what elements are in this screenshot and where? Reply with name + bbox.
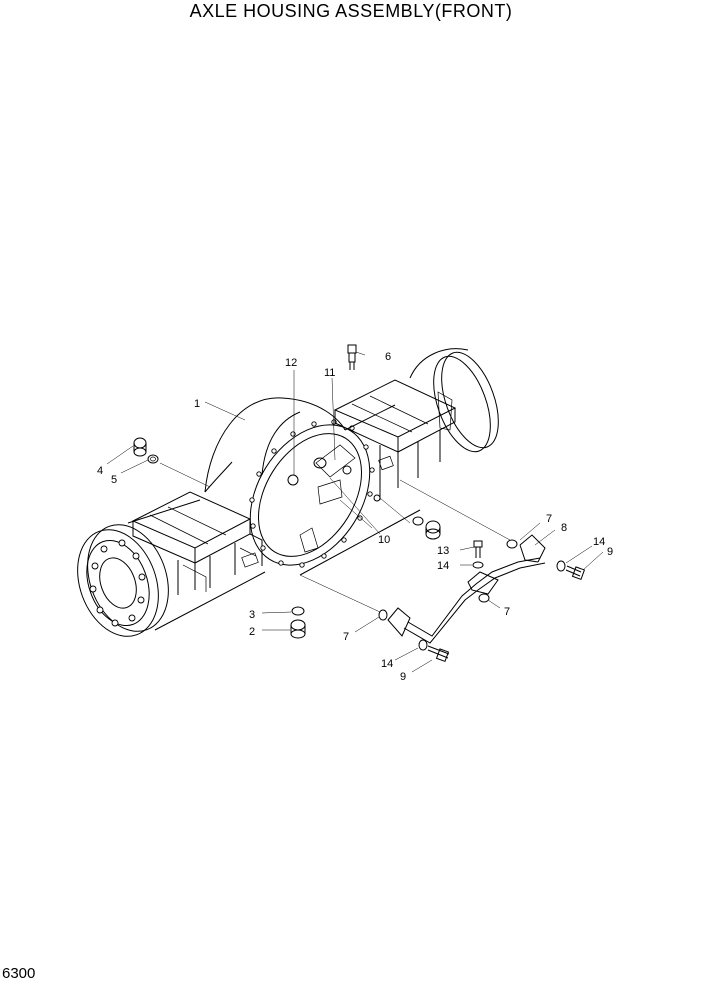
- bolt-part-13: [473, 540, 483, 558]
- plug-right: [425, 520, 441, 540]
- callouts: 1 2 3 4 5 6 7 7 7 8 9 9 10 11 12 13 14 1…: [97, 351, 613, 683]
- plug-part-2: [290, 619, 306, 639]
- callout-14-lower: 14: [381, 658, 393, 670]
- callout-8: 8: [561, 522, 567, 534]
- washer-part-14b: [556, 560, 566, 572]
- bolt-part-9a: [427, 645, 450, 663]
- pipe-part-8: [387, 534, 546, 644]
- callout-10: 10: [378, 534, 390, 546]
- leader-lines: [106, 351, 604, 673]
- washer-part-14a: [418, 639, 428, 651]
- callout-2: 2: [249, 626, 255, 638]
- breather-part-6: [347, 344, 357, 370]
- callout-1: 1: [194, 398, 200, 410]
- callout-14-middle: 14: [437, 560, 449, 572]
- callout-3: 3: [249, 609, 255, 621]
- bolt-part-9b: [565, 565, 586, 581]
- callout-9-right: 9: [607, 546, 613, 558]
- callout-14-right: 14: [593, 536, 605, 548]
- callout-5: 5: [111, 474, 117, 486]
- diagram-title: AXLE HOUSING ASSEMBLY(FRONT): [189, 1, 513, 21]
- callout-13: 13: [437, 545, 449, 557]
- o-ring-7c: [478, 593, 490, 603]
- o-ring-7b: [506, 539, 518, 549]
- callout-7-upper: 7: [546, 513, 552, 525]
- washer-part-5: [147, 454, 159, 464]
- callout-4: 4: [97, 465, 103, 477]
- callout-6: 6: [385, 351, 391, 363]
- callout-12: 12: [285, 357, 297, 369]
- washer-right: [412, 516, 424, 526]
- o-ring-7a: [378, 609, 388, 621]
- plug-part-4: [133, 437, 147, 457]
- callout-11: 11: [324, 367, 335, 379]
- flange-holes: [89, 539, 146, 627]
- washer-part-3: [291, 606, 305, 616]
- page-number: 6300: [2, 965, 36, 982]
- ring-bolt-holes: [249, 419, 375, 568]
- callout-7-lower: 7: [504, 606, 510, 618]
- washer-part-14c: [472, 561, 484, 569]
- callout-7-left: 7: [343, 631, 349, 643]
- axle-housing: [77, 348, 499, 637]
- callout-9-lower: 9: [400, 671, 406, 683]
